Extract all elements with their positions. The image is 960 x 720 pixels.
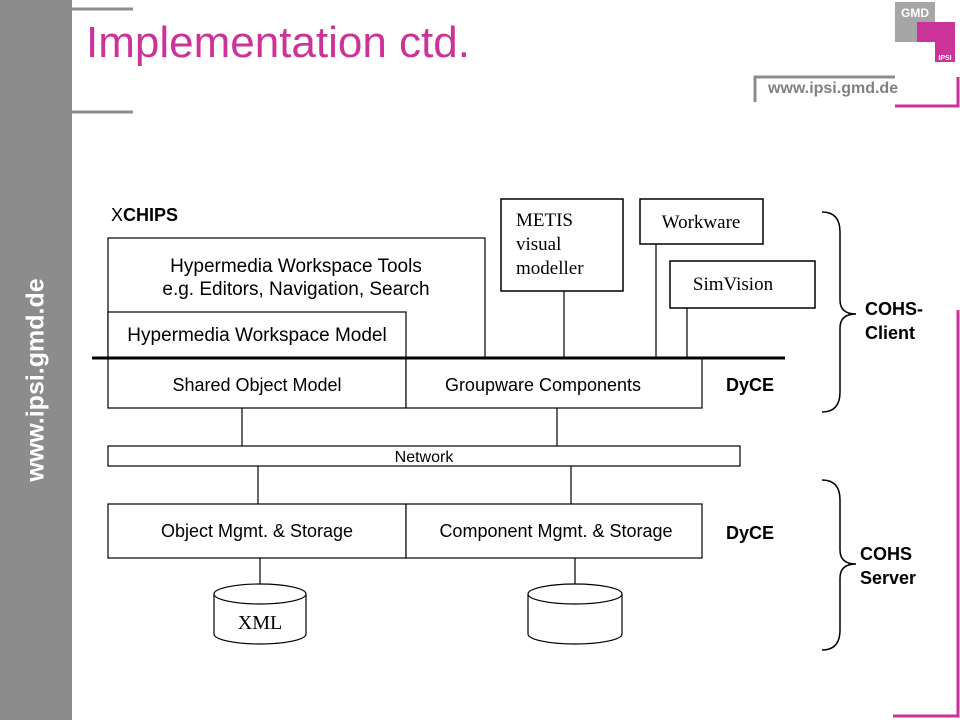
- network-label: Network: [395, 449, 455, 466]
- client-brace: [821, 211, 857, 413]
- simvision-label: SimVision: [693, 274, 774, 295]
- dyce-top-label: DyCE: [726, 375, 774, 395]
- component-mgmt-label: Component Mgmt. & Storage: [439, 521, 672, 541]
- hw-model-label: Hypermedia Workspace Model: [127, 325, 386, 346]
- logo-gmd: GMD: [901, 6, 929, 20]
- metis-line-3: modeller: [516, 258, 584, 279]
- workware-label: Workware: [662, 212, 741, 233]
- shared-object-model-box: [107, 357, 407, 409]
- page-title: Implementation ctd.: [86, 18, 470, 67]
- cohs-client-line-1: COHS-: [865, 299, 923, 319]
- metis-line-2: visual: [516, 234, 561, 255]
- component-database: [527, 583, 623, 645]
- xml-db-label: XML: [238, 612, 282, 634]
- title-bracket-top: [63, 7, 133, 72]
- object-mgmt-label: Object Mgmt. & Storage: [161, 521, 353, 541]
- metis-line-1: METIS: [516, 210, 573, 231]
- right-bracket-pink: [893, 310, 960, 718]
- shared-object-model-label: Shared Object Model: [172, 375, 341, 395]
- metis-box: [500, 198, 624, 292]
- cohs-server-line-1: COHS: [860, 544, 912, 564]
- server-brace: [821, 479, 857, 651]
- logo-ipsi: IPSI: [938, 55, 951, 62]
- cohs-client-line-2: Client: [865, 323, 915, 343]
- url-bracket-gray: [753, 75, 895, 102]
- sidebar-band: www.ipsi.gmd.de: [0, 0, 72, 720]
- component-mgmt-box: [405, 503, 703, 559]
- header-url: www.ipsi.gmd.de: [768, 80, 899, 97]
- groupware-components-label: Groupware Components: [445, 375, 641, 395]
- title-bracket-bottom: [63, 110, 133, 510]
- tools-line-1: Hypermedia Workspace Tools: [170, 256, 422, 277]
- dyce-bottom-label: DyCE: [726, 523, 774, 543]
- url-bracket-pink: [895, 77, 960, 108]
- decorative-brackets: [63, 7, 960, 718]
- simvision-box: [669, 260, 816, 309]
- xml-database: [213, 583, 307, 645]
- network-box: [107, 445, 741, 467]
- groupware-components-box: [405, 357, 703, 409]
- cohs-server-line-2: Server: [860, 568, 916, 588]
- tools-line-2: e.g. Editors, Navigation, Search: [162, 279, 429, 300]
- gmd-ipsi-logo: GMD IPSI: [895, 2, 955, 62]
- xchips-label: XCHIPS: [111, 205, 178, 225]
- workware-box: [639, 198, 764, 245]
